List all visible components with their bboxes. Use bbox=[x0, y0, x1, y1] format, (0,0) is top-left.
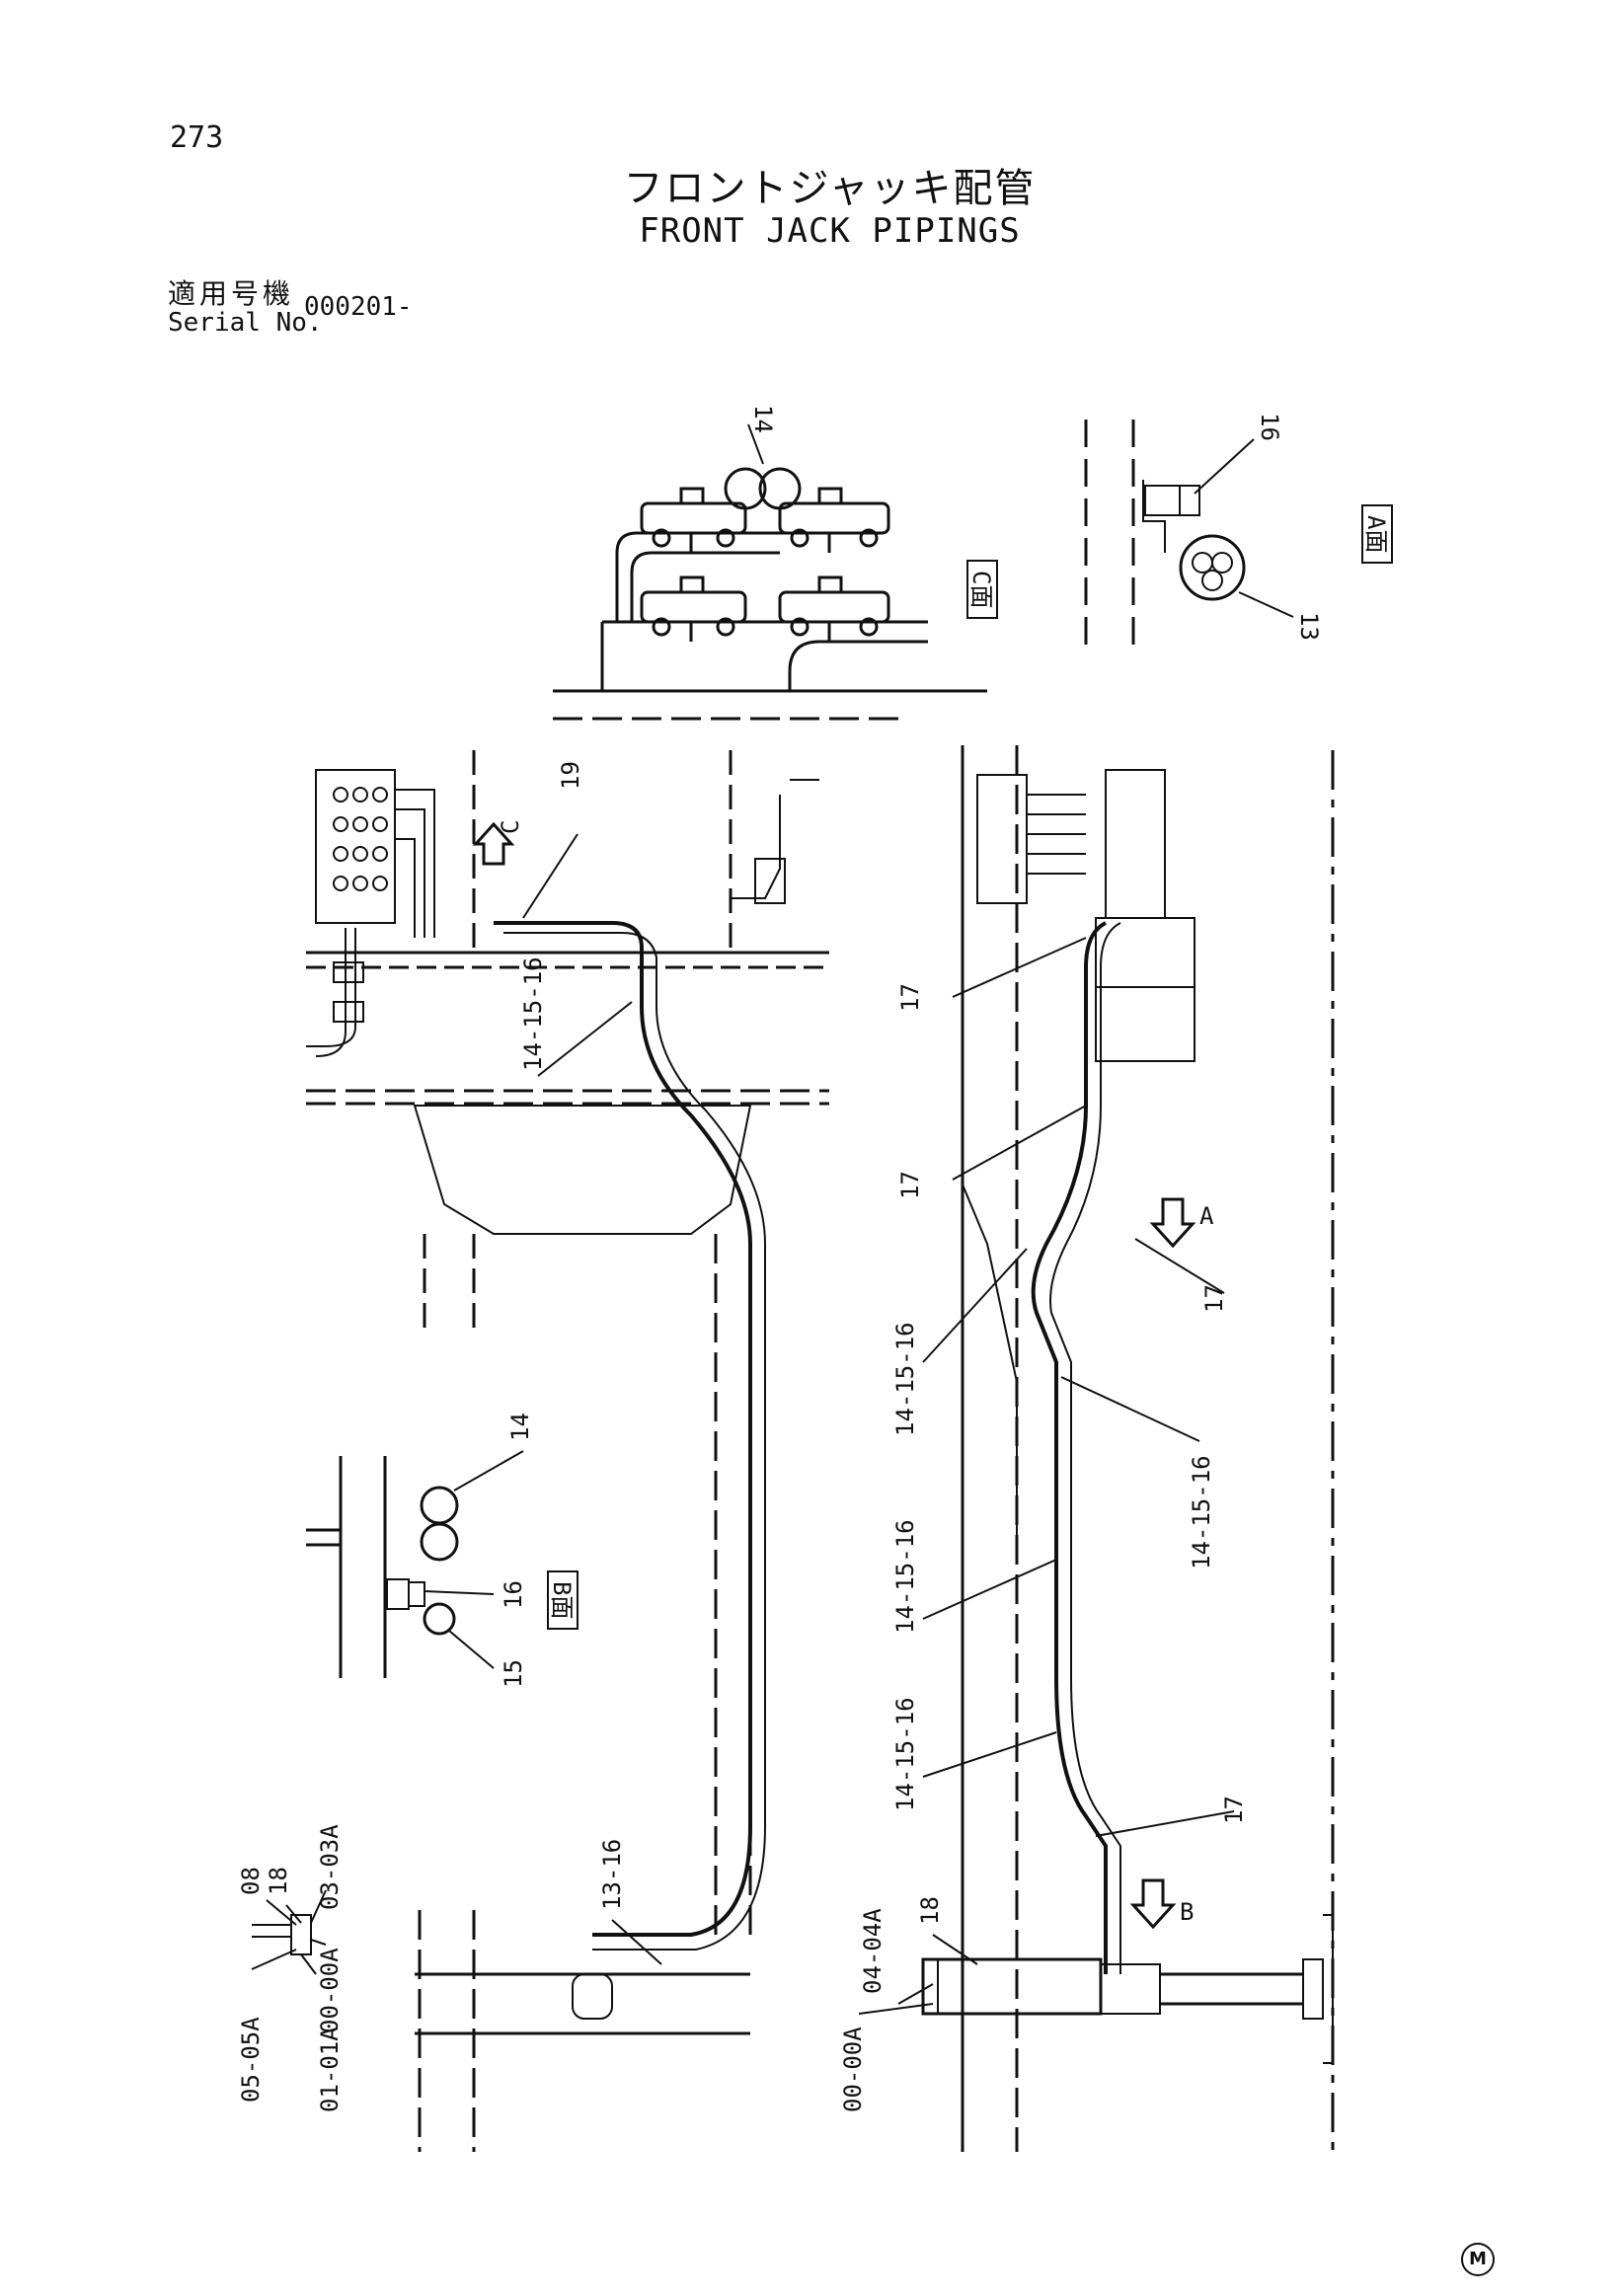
callout-17-right: 17 bbox=[1200, 1284, 1228, 1313]
manufacturer-mark: M bbox=[1461, 2243, 1495, 2276]
callout-17-bottom: 17 bbox=[1220, 1796, 1248, 1824]
callout-b-16: 16 bbox=[500, 1580, 527, 1609]
left-plan-view bbox=[306, 750, 829, 2152]
view-a-detail bbox=[1084, 420, 1393, 647]
callout-00-00a-detail: 00-00A bbox=[316, 1948, 344, 2033]
callout-b-15: 15 bbox=[500, 1659, 527, 1688]
callout-14-15-16-b: 14-15-16 bbox=[1188, 1455, 1215, 1569]
callout-17-top: 17 bbox=[896, 983, 924, 1012]
callout-17-mid: 17 bbox=[896, 1171, 924, 1199]
leader-lines bbox=[251, 833, 1235, 2015]
arrow-a-label: A bbox=[1199, 1202, 1214, 1230]
callout-01-01a: 01-01A bbox=[316, 2027, 344, 2112]
callout-b-14: 14 bbox=[506, 1413, 534, 1441]
page-title: FRONT JACK PIPINGS bbox=[639, 211, 1021, 251]
view-c-detail bbox=[553, 423, 998, 721]
view-label-a: A面 bbox=[1362, 515, 1390, 553]
view-b-detail bbox=[306, 1450, 579, 1678]
small-fitting-detail bbox=[252, 1914, 312, 1955]
callout-03-03a: 03-03A bbox=[316, 1824, 344, 1910]
callout-a-16: 16 bbox=[1256, 413, 1283, 441]
view-label-c: C面 bbox=[967, 571, 995, 608]
view-label-b: B面 bbox=[548, 1581, 576, 1619]
callout-13-16: 13-16 bbox=[598, 1839, 626, 1910]
serial-label: Serial No. bbox=[168, 308, 323, 338]
right-elevation-view bbox=[921, 745, 1335, 2152]
page-title-japanese: フロントジャッキ配管 bbox=[623, 166, 1037, 211]
page-number: 273 bbox=[170, 120, 224, 155]
callout-14-15-16-c: 14-15-16 bbox=[891, 1519, 919, 1634]
arrow-b-label: B bbox=[1180, 1898, 1194, 1926]
callout-14-15-16-a: 14-15-16 bbox=[891, 1322, 919, 1436]
serial-label-japanese: 適用号機 bbox=[168, 277, 295, 310]
callout-05-05a: 05-05A bbox=[237, 2017, 265, 2103]
callout-00-00a-cylinder: 00-00A bbox=[839, 2027, 867, 2112]
callout-18-detail: 18 bbox=[265, 1867, 292, 1895]
callout-19: 19 bbox=[557, 761, 584, 790]
callout-a-13: 13 bbox=[1295, 612, 1323, 641]
callout-c-14: 14 bbox=[749, 405, 777, 433]
callout-14-15-16-d: 14-15-16 bbox=[891, 1697, 919, 1811]
callout-08: 08 bbox=[237, 1867, 265, 1895]
callout-18-cylinder: 18 bbox=[916, 1896, 944, 1925]
serial-value: 000201- bbox=[304, 292, 413, 322]
arrow-c-label: C bbox=[497, 820, 524, 834]
callout-04-04a: 04-04A bbox=[859, 1908, 887, 1994]
callout-14-15-16-plan: 14-15-16 bbox=[519, 957, 547, 1071]
